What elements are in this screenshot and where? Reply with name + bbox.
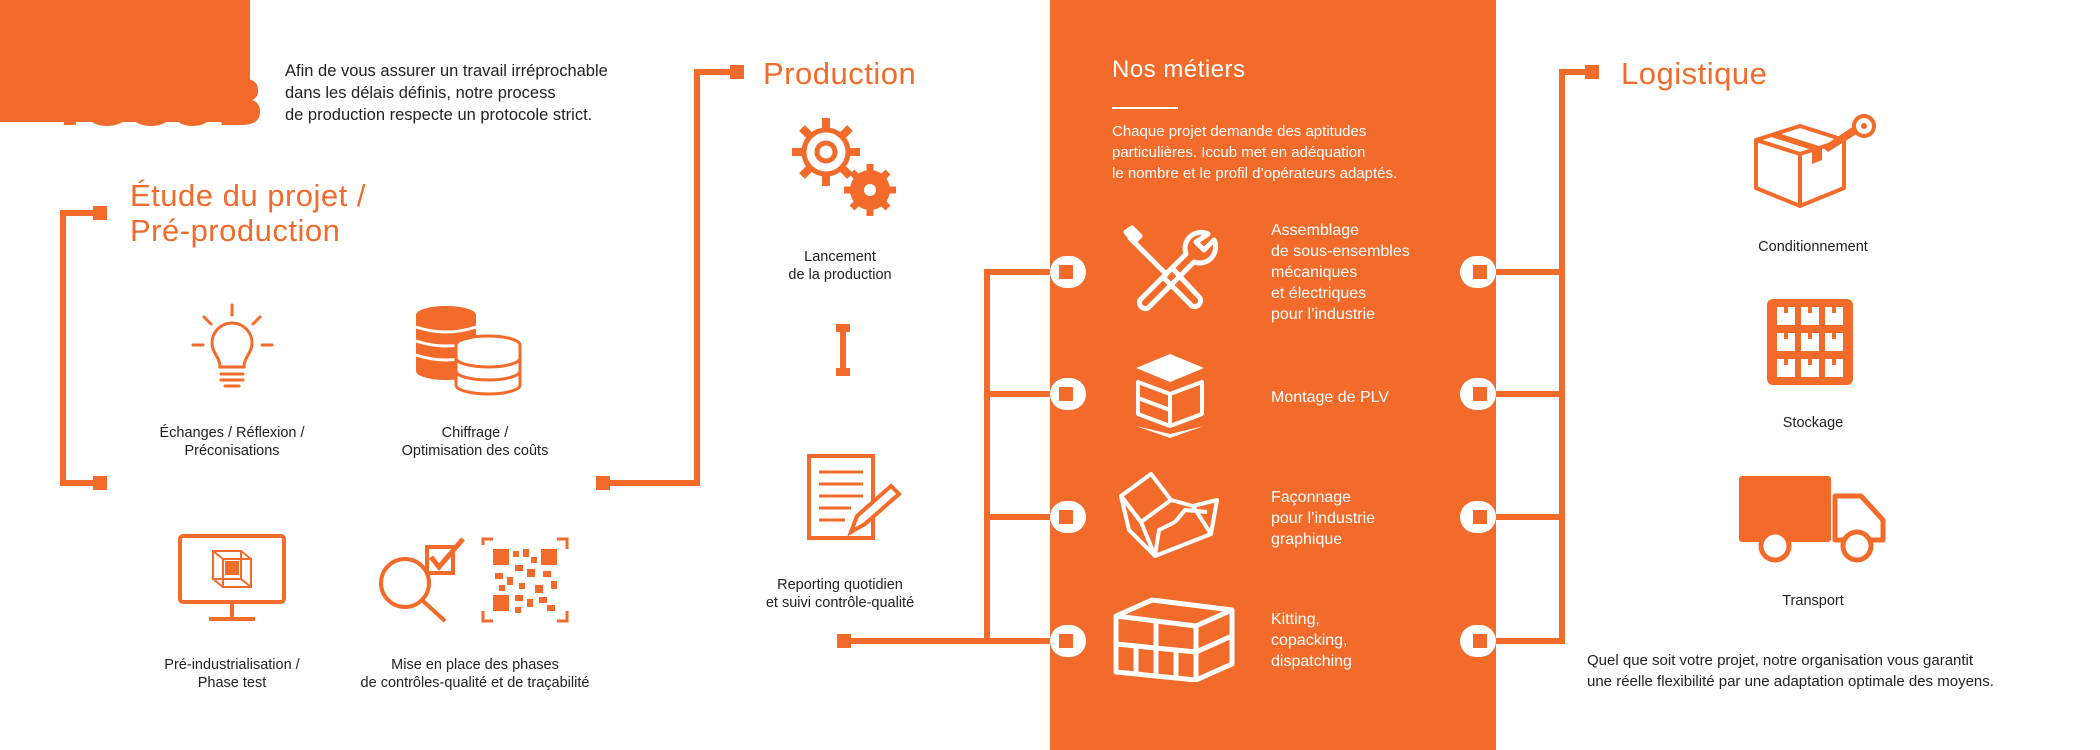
metier-connector-left-3 [1050,501,1086,533]
logo-background [0,0,250,122]
metiers-panel [1050,0,1496,750]
metiers-description: Chaque projet demande des aptitudes part… [1112,123,1398,182]
caption-transport: Transport [1782,593,1844,609]
etude-title-line: Étude du projet / [130,178,366,213]
tools-icon [1123,225,1219,312]
lightbulb-icon [191,303,274,388]
production-title: Production [763,56,917,91]
caption-conditionnement: Conditionnement [1758,239,1868,255]
logistique-title: Logistique [1621,56,1768,91]
metier-connector-left-2 [1050,378,1086,410]
metier-connector-right-4 [1460,625,1496,657]
report-pencil-icon [807,454,902,540]
caption-preindus: Pré-industrialisation /Phase test [164,657,300,691]
metier-connector-left-1 [1050,256,1086,288]
metier-assemblage: Assemblage de sous-ensembles mécaniques … [1271,222,1410,323]
metiers-title: Nos métiers [1112,56,1246,83]
intro-line: de production respecte un protocole stri… [285,106,593,124]
pallet-storage-icon [1767,299,1853,385]
display-stand-icon [1136,354,1204,438]
metier-connector-right-1 [1460,256,1496,288]
coins-icon [415,306,522,396]
metiers-divider [1112,107,1178,109]
metier-faconnage: Façonnage pour l’industrie graphique [1271,489,1376,548]
intro-text: Afin de vous assurer un travail irréproc… [285,60,645,126]
metier-connector-right-3 [1460,501,1496,533]
intro-line: dans les délais définis, notre process [285,84,556,102]
brand-logo: ICCUB [58,67,264,141]
metier-connector-right-2 [1460,378,1496,410]
caption-stockage: Stockage [1782,415,1844,431]
magnifier-qrcode-icon [379,537,569,623]
closing-text: Quel que soit votre projet, notre organi… [1587,652,1994,690]
taped-box-icon [1754,114,1876,208]
etude-title: Étude du projet / Pré-production [130,178,366,248]
metier-connector-left-4 [1050,625,1086,657]
metier-plv: Montage de PLV [1271,389,1390,406]
truck-icon [1739,476,1886,563]
intro-line: Afin de vous assurer un travail irréproc… [285,62,608,80]
caption-chiffrage: Chiffrage /Optimisation des coûts [401,425,549,459]
open-box-icon [1119,472,1219,558]
metier-kitting: Kitting, copacking, dispatching [1271,611,1352,670]
etude-title-line: Pré-production [130,213,341,248]
monitor-cube-icon [178,534,286,621]
gears-icon [792,118,896,216]
caption-echanges: Échanges / Réflexion /Préconisations [159,425,305,459]
stacked-boxes-icon [1113,597,1235,682]
